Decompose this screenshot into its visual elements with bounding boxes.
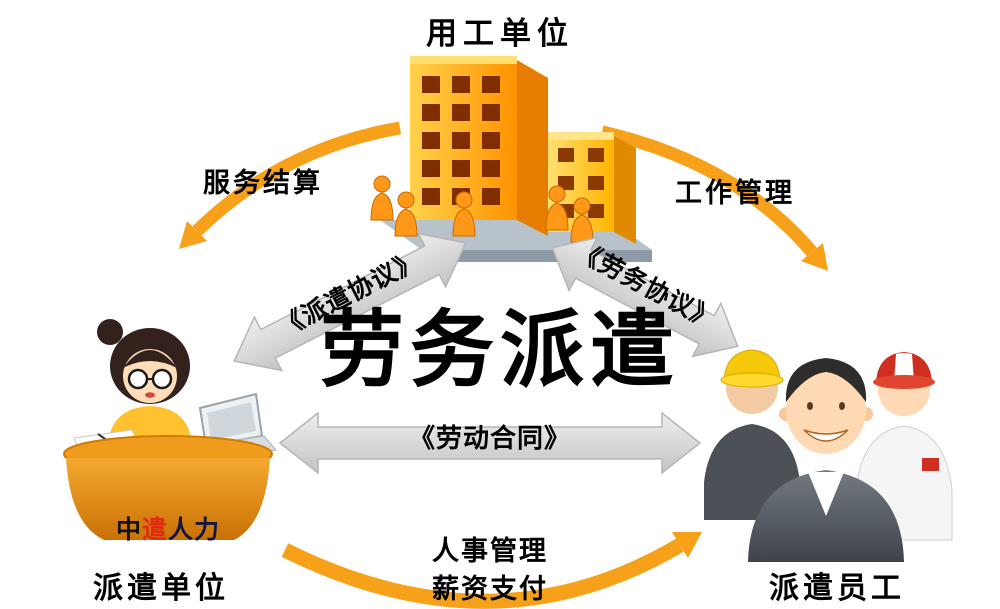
dispatch-agency-label: 派遣单位 — [93, 572, 229, 605]
brand-part-2: 遣 — [141, 516, 168, 544]
personnel-management-label: 人事管理 — [432, 536, 548, 566]
service-settlement-label: 服务结算 — [203, 168, 323, 198]
worker-suit — [748, 358, 904, 562]
building-illustration — [370, 56, 652, 262]
dispatcher-illustration — [63, 319, 277, 540]
glasses-icon — [127, 368, 173, 390]
worker-red-hat — [855, 352, 953, 541]
arrow-labor-service-agreement — [551, 236, 739, 358]
desk-front — [66, 458, 270, 540]
dispatched-workers-label: 派遣员工 — [769, 572, 905, 605]
employer-label: 用工单位 — [426, 16, 574, 51]
arrow-service-settlement — [179, 121, 402, 249]
building-windows — [422, 76, 500, 205]
brand-part-1: 中 — [115, 516, 142, 544]
arrow-labor-contract — [278, 411, 702, 475]
main-title: 劳务派遣 — [319, 300, 680, 399]
labor-contract-label: 《劳动合同》 — [408, 423, 571, 453]
arrow-work-management — [600, 125, 828, 271]
arrow-dispatch-agreement — [233, 232, 467, 372]
salary-payment-label: 薪资支付 — [432, 574, 548, 604]
building-people — [370, 175, 594, 243]
hair-bun — [97, 319, 123, 345]
arrow-personnel-salary — [281, 532, 702, 609]
workers-illustration — [704, 349, 953, 562]
brand-part-3: 人力 — [168, 516, 221, 544]
work-management-label: 工作管理 — [675, 178, 795, 208]
agency-brand: 中遣人力 — [88, 516, 248, 545]
